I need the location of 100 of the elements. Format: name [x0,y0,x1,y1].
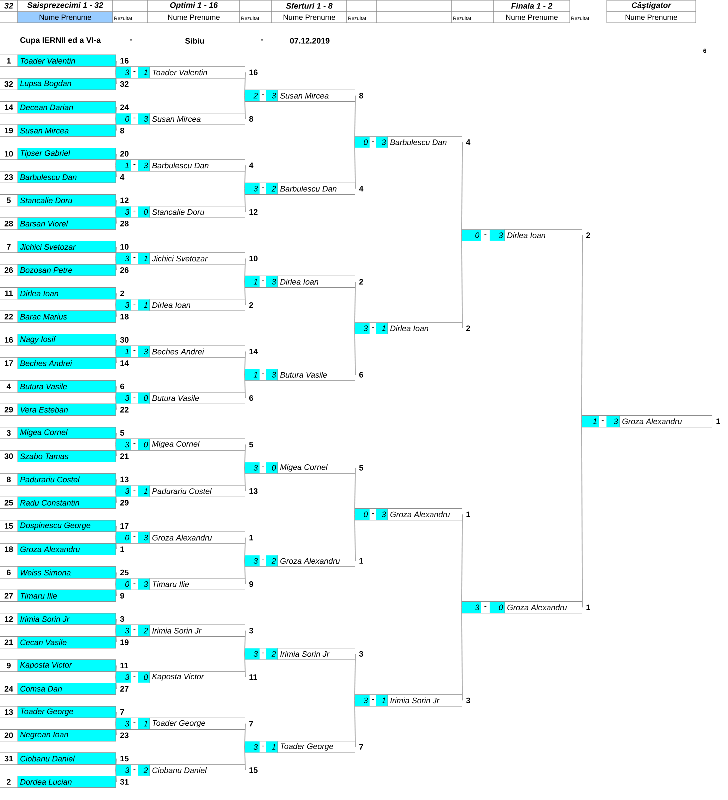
score-dash: - [484,606,487,608]
rank-number: 13 [120,476,129,483]
score-cell: 3 [245,648,260,660]
rank-number: 11 [120,663,128,669]
bracket-line [116,258,117,271]
seed-cell: 11 [5,290,13,296]
rank-number: 23 [120,732,129,738]
name-cell: Radu Constantin [18,496,116,509]
score-cell: 3 [116,206,132,218]
bracket-line [116,584,117,596]
rank-number: 1 [716,418,720,424]
player-name: Toader Valentin [152,70,208,76]
score-dash: - [262,746,264,747]
name-cell: Toader George [18,706,116,718]
rank-number: 16 [250,70,258,76]
name-cell: Vera Esteban [18,404,116,416]
score-dash: - [484,234,487,235]
score-cell: 0 [266,462,278,474]
rank-number: 7 [120,710,124,716]
event-info: - [130,40,132,41]
score-cell: 2 [138,764,150,776]
name-cell: Szabo Tamas [18,450,116,462]
seed-cell: 27 [4,593,14,599]
score-cell: 3 [266,368,278,382]
player-name: Stancalie Doru [152,209,204,216]
seed-cell: 8 [7,476,11,483]
score-cell: 3 [355,695,370,706]
name-cell: Timaru Ilie [18,590,116,602]
player-name: Timaru Ilie [152,581,190,588]
name-cell: Cecan Vasile [18,636,116,649]
seed-cell: 2 [7,779,11,785]
seed-cell: 25 [4,500,14,506]
player-name: Irimia Sorin Jr [152,628,202,634]
player-name: Butura Vasile [152,395,200,402]
bracket-line [244,724,246,748]
rank-number: 1 [466,512,470,518]
rank-number: 7 [250,721,254,727]
bracket-line [244,165,246,190]
score-cell: 3 [116,300,132,311]
score-cell: 3 [245,742,260,753]
score-dash: - [372,141,374,142]
player-name: Butura Vasile [280,372,328,378]
bracket-line [244,351,246,376]
name-cell: Susan Mircea [18,124,116,137]
header-cell: Optimi 1 - 16 [148,0,240,12]
seed-cell: 20 [4,732,14,738]
bracket-line [244,282,246,306]
seed-cell: 21 [4,640,14,646]
rank-number: 27 [120,686,129,692]
bracket-line [244,630,246,655]
rank-number: 6 [360,372,364,378]
rank-number: 31 [120,779,129,785]
name-cell: Decean Darian [18,101,116,114]
rank-number: 3 [249,628,254,634]
bracket-line [244,258,246,282]
bracket-line [116,304,117,318]
score-cell: 3 [116,253,132,264]
bracket-line [116,154,117,166]
bracket-line [582,235,583,422]
player-name: Migea Cornel [152,441,200,449]
seed-cell: 9 [7,662,11,669]
score-dash: - [262,652,264,654]
rank-number: 24 [120,104,130,110]
seed-cell: 18 [5,546,14,552]
score-dash: - [372,513,374,514]
score-cell: 1 [266,741,278,754]
seed-cell: 3 [6,430,11,436]
seed-cell: 23 [4,174,14,180]
bracket-line [116,72,117,85]
name-cell: Kaposta Victor [18,660,116,672]
bracket-line [462,514,463,608]
rank-number: 13 [250,488,258,494]
seed-cell: 16 [5,337,14,343]
score-cell: 1 [138,718,150,730]
bracket-line [116,526,117,538]
bracket-line [354,468,356,515]
rank-number: 25 [120,570,129,576]
rank-number: 8 [359,93,364,99]
bracket-line [462,235,463,329]
score-cell: 3 [462,602,482,614]
name-cell: Padurariu Costel [18,474,116,486]
score-cell: 0 [138,392,150,404]
rank-number: 2 [586,232,590,238]
score-cell: 1 [245,370,260,381]
player-name: Toader George [152,720,206,728]
rank-number: 20 [120,151,129,157]
score-dash: - [134,583,136,584]
rank-number: 14 [120,360,130,366]
score-cell: 0 [355,509,370,520]
name-cell: Dirlea Ioan [18,288,116,300]
seed-cell: 1 [7,58,11,64]
score-cell: 0 [116,114,132,125]
bracket-line [116,618,117,632]
bracket-line [116,165,117,178]
bracket-line [244,746,246,771]
seed-cell: 7 [7,244,11,250]
score-cell: 3 [490,229,506,242]
bracket-line [116,432,117,446]
rank-number: 5 [249,442,254,448]
name-cell: Weiss Simona [18,566,116,579]
